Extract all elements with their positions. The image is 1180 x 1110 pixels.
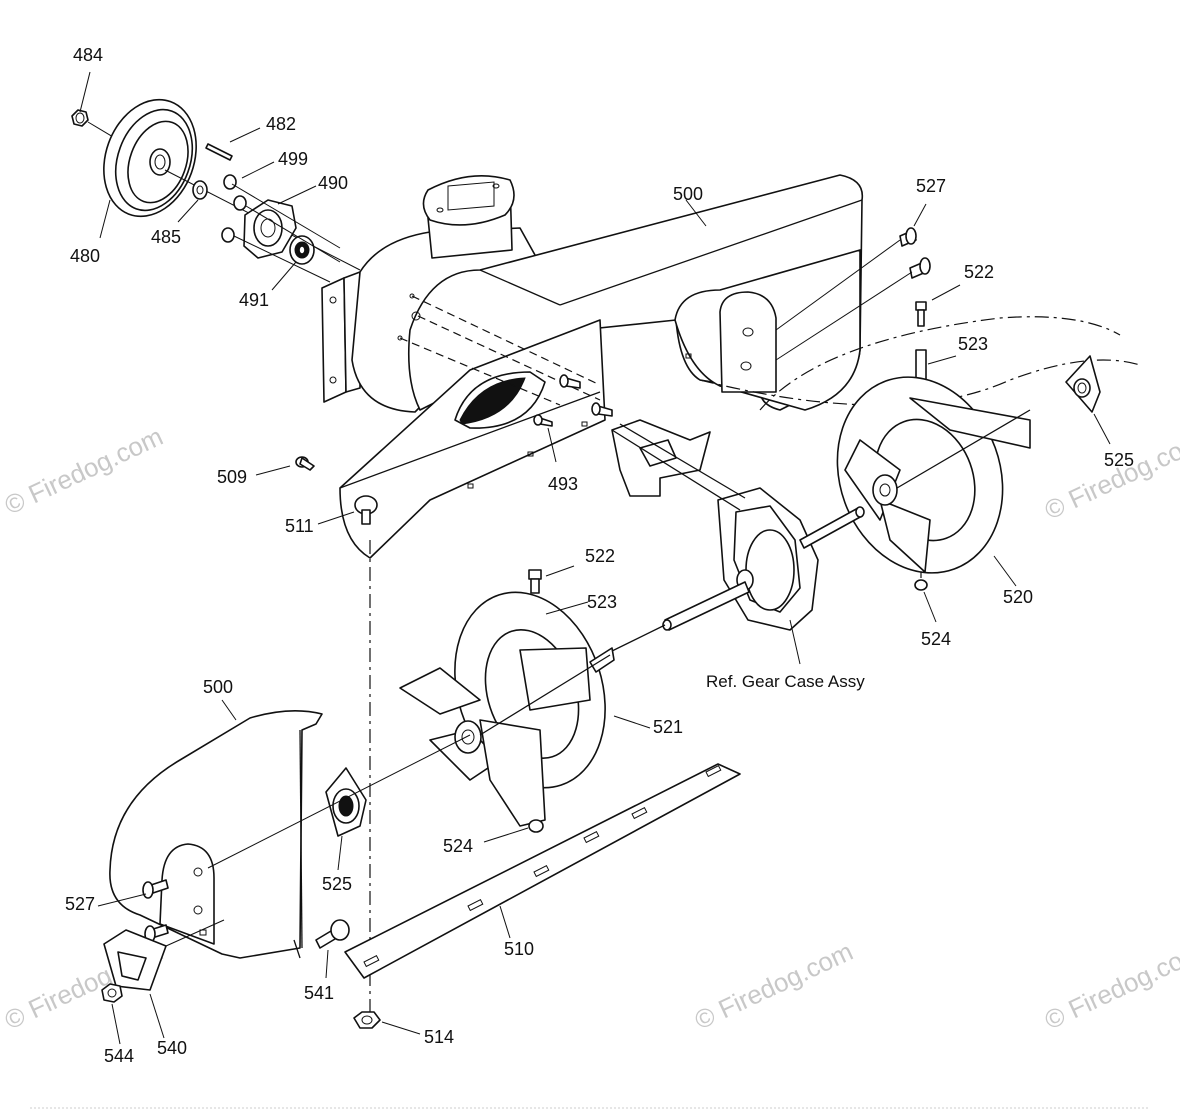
watermark: © Firedog.com: [1040, 426, 1180, 525]
label-520: 520: [1003, 587, 1033, 607]
bearing-525-bottom: [325, 767, 367, 837]
label-522-mid: 522: [585, 546, 615, 566]
bolts-527-bottom: [142, 879, 169, 943]
label-525-bottom: 525: [322, 874, 352, 894]
nut-524-mid: [528, 819, 544, 833]
auger-520: [836, 376, 1031, 574]
bolts-527-top: [775, 227, 931, 361]
label-480: 480: [70, 246, 100, 266]
label-511: 511: [285, 516, 314, 536]
washer-485: [192, 180, 208, 200]
label-541: 541: [304, 983, 334, 1003]
nuts-499: [221, 174, 247, 243]
label-522-top: 522: [964, 262, 994, 282]
watermark: © Firedog.com: [0, 421, 167, 520]
label-500-top: 500: [673, 184, 703, 204]
flange-490: [243, 199, 297, 259]
bolt-541: [315, 919, 350, 949]
label-500-bottom: 500: [203, 677, 233, 697]
label-527-top: 527: [916, 176, 946, 196]
label-525-top: 525: [1104, 450, 1134, 470]
gear-case-ref-label: Ref. Gear Case Assy: [706, 672, 865, 691]
bearing-525-top: [1065, 355, 1101, 413]
bearing-491: [289, 235, 315, 265]
nut-514: [353, 1011, 381, 1029]
nut-544: [101, 983, 123, 1003]
watermark: © Firedog.com: [1040, 936, 1180, 1035]
label-527-bottom: 527: [65, 894, 95, 914]
pulley-group: [71, 98, 361, 283]
gear-case: [609, 419, 865, 653]
bolt-522-mid: [528, 569, 542, 594]
label-540: 540: [157, 1038, 187, 1058]
label-491: 491: [239, 290, 269, 310]
label-482: 482: [266, 114, 296, 134]
label-484: 484: [73, 45, 103, 65]
bolts-493: [533, 374, 613, 427]
bolt-509: [295, 456, 315, 471]
nut-484: [71, 109, 89, 127]
carriage-bolt-511: [354, 495, 378, 525]
auger-housing-500-end: [109, 710, 323, 959]
label-499: 499: [278, 149, 308, 169]
label-544: 544: [104, 1046, 134, 1066]
watermark: © Firedog.com: [690, 936, 858, 1035]
auger-housing-500: [321, 174, 864, 559]
leader-lines: [79, 71, 1111, 1045]
label-524-top: 524: [921, 629, 951, 649]
scraper-bar-510: [344, 763, 741, 979]
bracket-540: [103, 919, 225, 991]
label-509: 509: [217, 467, 247, 487]
label-523-top: 523: [958, 334, 988, 354]
label-490: 490: [318, 173, 348, 193]
label-514: 514: [424, 1027, 454, 1047]
key-482: [205, 143, 233, 161]
pulley-480: [103, 98, 197, 218]
label-521: 521: [653, 717, 683, 737]
label-523-mid: 523: [587, 592, 617, 612]
label-493: 493: [548, 474, 578, 494]
label-485: 485: [151, 227, 181, 247]
nut-524-top: [914, 579, 928, 591]
auger-521: [399, 591, 615, 827]
label-524-mid: 524: [443, 836, 473, 856]
bolt-522-top: [915, 301, 927, 327]
part-labels: 484 482 499 490 485 480 491 500 527 522 …: [65, 45, 1134, 1066]
label-510: 510: [504, 939, 534, 959]
